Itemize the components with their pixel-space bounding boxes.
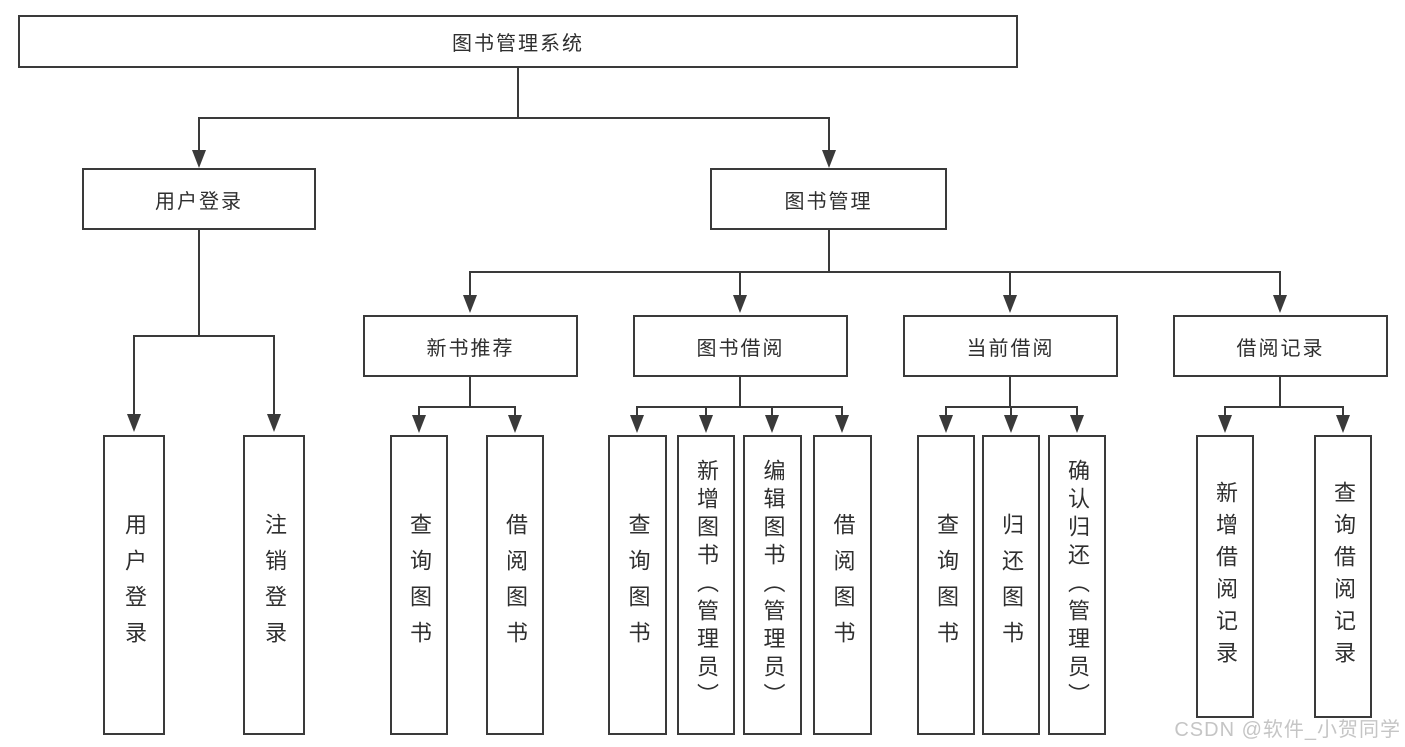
node-leaf-query-book-2: 查询图书 xyxy=(608,435,667,735)
arrow-down-icon xyxy=(1336,415,1350,433)
connector-stub xyxy=(469,377,471,407)
arrow-down-icon xyxy=(699,415,713,433)
connector-shaft xyxy=(514,406,516,416)
node-leaf-logout: 注销登录 xyxy=(243,435,305,735)
arrow-down-icon xyxy=(733,295,747,313)
connector-stub xyxy=(739,377,741,407)
arrow-down-icon xyxy=(1273,295,1287,313)
node-leaf-return-book-label: 归还图书 xyxy=(999,513,1024,657)
arrow-down-icon xyxy=(1218,415,1232,433)
node-leaf-query-book-1: 查询图书 xyxy=(390,435,448,735)
node-leaf-add-book-label: 新增图书（管理员） xyxy=(694,459,719,711)
connector-root-stub xyxy=(517,68,519,118)
node-leaf-logout-label: 注销登录 xyxy=(262,513,287,657)
connector-l3-branch xyxy=(470,271,1280,273)
node-leaf-borrow-book-2-label: 借阅图书 xyxy=(830,513,856,657)
arrow-down-icon xyxy=(463,295,477,313)
node-user-login: 用户登录 xyxy=(82,168,316,230)
node-leaf-borrow-book-1: 借阅图书 xyxy=(486,435,544,735)
node-user-login-label: 用户登录 xyxy=(155,190,243,213)
connector-shaft xyxy=(1009,271,1011,295)
connector-g5-branch xyxy=(1225,406,1343,408)
node-borrow-record-label: 借阅记录 xyxy=(1236,337,1325,360)
arrow-down-icon xyxy=(1003,295,1017,313)
arrow-down-icon xyxy=(192,150,206,168)
node-leaf-borrow-book-2: 借阅图书 xyxy=(813,435,872,735)
node-leaf-query-book-2-label: 查询图书 xyxy=(625,513,651,657)
connector-l1-branch xyxy=(199,117,829,119)
arrow-down-icon xyxy=(127,414,141,432)
csdn-watermark: CSDN @软件_小贺同学 xyxy=(1174,719,1401,741)
arrow-down-icon xyxy=(939,415,953,433)
node-root: 图书管理系统 xyxy=(18,15,1018,68)
node-leaf-confirm-return-label: 确认归还（管理员） xyxy=(1065,459,1090,711)
connector-shaft xyxy=(771,406,773,416)
arrow-down-icon xyxy=(412,415,426,433)
connector-shaft xyxy=(1010,406,1012,416)
node-borrow-record: 借阅记录 xyxy=(1173,315,1388,377)
connector-shaft xyxy=(133,335,135,414)
connector-shaft xyxy=(739,271,741,295)
connector-shaft xyxy=(705,406,707,416)
connector-shaft xyxy=(418,406,420,416)
connector-shaft xyxy=(1224,406,1226,416)
connector-shaft xyxy=(828,117,830,152)
arrow-down-icon xyxy=(1070,415,1084,433)
connector-shaft xyxy=(1342,406,1344,416)
connector-book-mgmt-stub xyxy=(828,230,830,272)
node-leaf-return-book: 归还图书 xyxy=(982,435,1040,735)
connector-user-login-stub xyxy=(198,230,200,336)
connector-shaft xyxy=(1279,271,1281,295)
node-leaf-add-record: 新增借阅记录 xyxy=(1196,435,1254,718)
node-leaf-edit-book-label: 编辑图书（管理员） xyxy=(760,459,786,711)
node-leaf-add-book: 新增图书（管理员） xyxy=(677,435,735,735)
connector-shaft xyxy=(636,406,638,416)
connector-shaft xyxy=(198,117,200,152)
arrow-down-icon xyxy=(1004,415,1018,433)
node-root-label: 图书管理系统 xyxy=(452,33,584,55)
arrow-down-icon xyxy=(267,414,281,432)
connector-shaft xyxy=(1076,406,1078,416)
node-new-book-rec: 新书推荐 xyxy=(363,315,578,377)
node-leaf-query-book-1-label: 查询图书 xyxy=(407,513,432,657)
connector-g3-branch xyxy=(637,406,842,408)
node-book-borrow: 图书借阅 xyxy=(633,315,848,377)
connector-shaft xyxy=(841,406,843,416)
connector-shaft xyxy=(469,271,471,295)
node-leaf-add-record-label: 新增借阅记录 xyxy=(1213,480,1238,673)
node-leaf-query-record-label: 查询借阅记录 xyxy=(1331,480,1356,673)
arrow-down-icon xyxy=(822,150,836,168)
node-book-mgmt-label: 图书管理 xyxy=(784,190,873,213)
node-leaf-query-record: 查询借阅记录 xyxy=(1314,435,1372,718)
node-current-borrow-label: 当前借阅 xyxy=(966,337,1055,360)
connector-stub xyxy=(1009,377,1011,407)
node-book-borrow-label: 图书借阅 xyxy=(696,337,785,360)
arrow-down-icon xyxy=(630,415,644,433)
connector-shaft xyxy=(945,406,947,416)
node-leaf-user-login: 用户登录 xyxy=(103,435,165,735)
node-leaf-query-book-3: 查询图书 xyxy=(917,435,975,735)
arrow-down-icon xyxy=(508,415,522,433)
connector-g2-branch xyxy=(419,406,515,408)
connector-stub xyxy=(1279,377,1281,407)
node-leaf-confirm-return: 确认归还（管理员） xyxy=(1048,435,1106,735)
node-new-book-rec-label: 新书推荐 xyxy=(426,337,515,360)
connector-shaft xyxy=(273,335,275,414)
node-leaf-edit-book: 编辑图书（管理员） xyxy=(743,435,802,735)
node-leaf-query-book-3-label: 查询图书 xyxy=(934,513,959,657)
connector-g1-branch xyxy=(134,335,274,337)
node-leaf-borrow-book-1-label: 借阅图书 xyxy=(503,513,528,657)
node-book-mgmt: 图书管理 xyxy=(710,168,947,230)
arrow-down-icon xyxy=(835,415,849,433)
node-current-borrow: 当前借阅 xyxy=(903,315,1118,377)
node-leaf-user-login-label: 用户登录 xyxy=(122,513,147,657)
arrow-down-icon xyxy=(765,415,779,433)
